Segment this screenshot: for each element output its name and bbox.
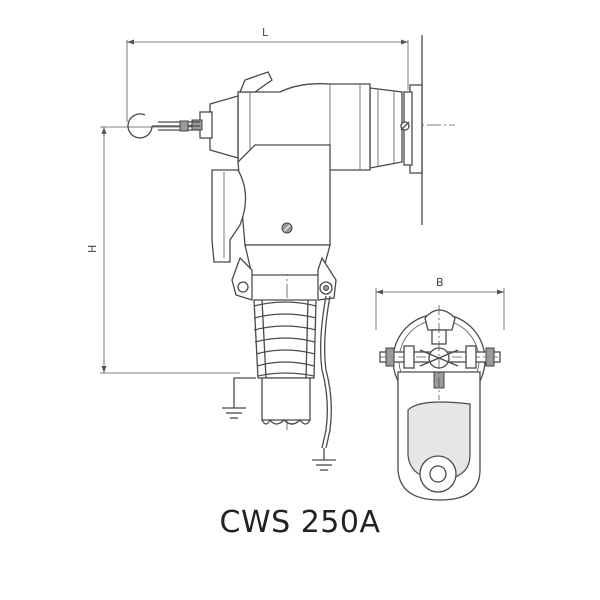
side-view [379, 305, 501, 501]
ground-wire-right [312, 295, 336, 471]
dimension-b: B [375, 276, 505, 330]
dimension-l-label: L [262, 26, 269, 39]
ground-wire-left [222, 377, 256, 419]
dimension-h-label: H [86, 245, 99, 253]
dimension-l: L [126, 26, 409, 122]
product-model-caption: CWS 250A [219, 505, 381, 540]
vertical-housing [211, 144, 337, 301]
dimension-b-label: B [436, 276, 444, 289]
hook-eye [127, 113, 200, 139]
spiral-sleeve [253, 299, 317, 379]
cable-stub [261, 377, 311, 425]
